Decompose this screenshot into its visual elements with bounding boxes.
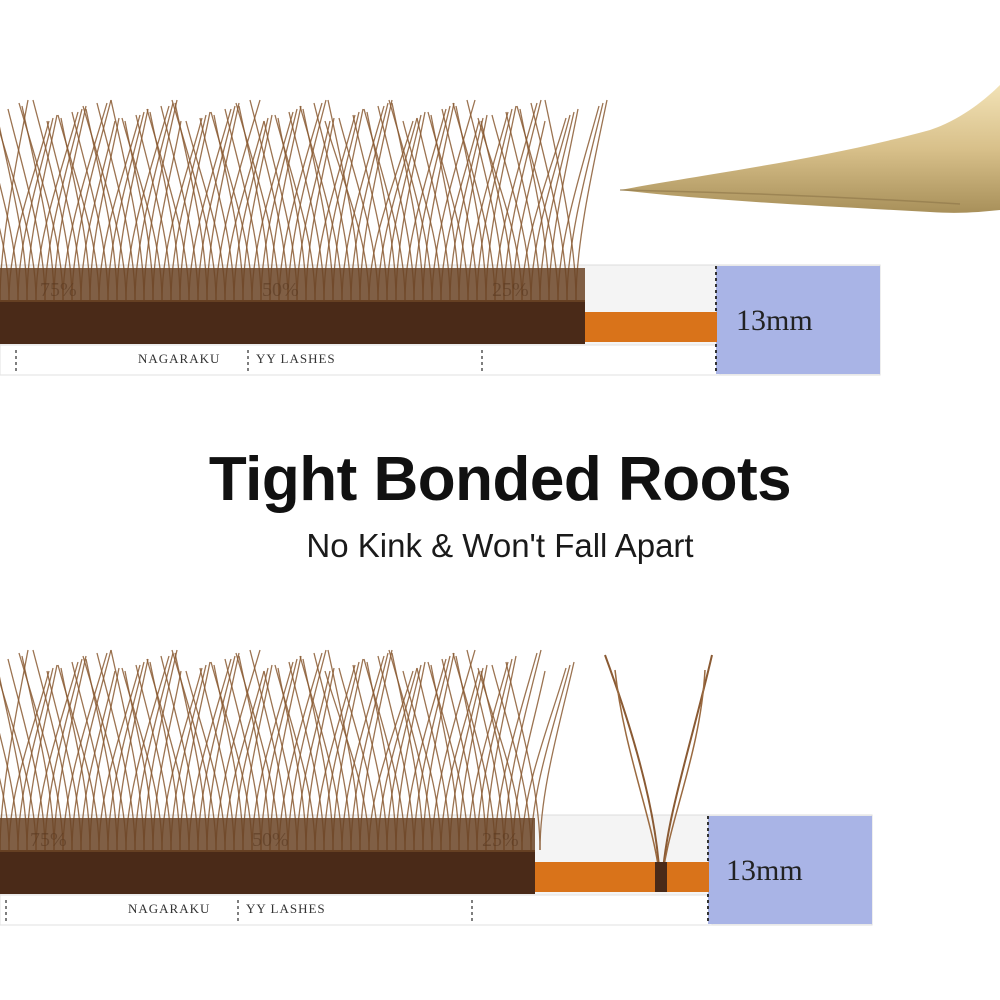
bottom-length-label: 13mm	[726, 854, 803, 887]
top-length-label: 13mm	[736, 304, 813, 337]
single-y-lash-fan	[604, 654, 713, 893]
bottom-glue-band	[535, 862, 709, 892]
bottom-percent-label-25: 25%	[482, 829, 519, 851]
tweezer-icon	[619, 85, 1000, 213]
bottom-lash-scene: 75% 50% 25% NAGARAKU YY LASHES 13mm	[0, 600, 1000, 1000]
bottom-root-band	[0, 850, 535, 894]
top-percent-label-50: 50%	[262, 279, 299, 301]
bottom-lash-strip-graphic: 75% 50% 25% NAGARAKU YY LASHES 13mm	[0, 649, 873, 926]
top-root-upper-band	[0, 268, 585, 302]
headline-title: Tight Bonded Roots	[208, 445, 792, 514]
top-percent-label-75: 75%	[40, 279, 77, 301]
bottom-percent-label-75: 75%	[30, 829, 67, 851]
top-root-band	[0, 300, 585, 344]
top-lash-strip-graphic: 75% 50% 25% NAGARAKU YY LASHES 13mm	[0, 85, 1000, 376]
bottom-percent-label-50: 50%	[252, 829, 289, 851]
bottom-length-label-box	[708, 816, 872, 924]
top-glue-band	[585, 312, 717, 342]
bottom-brand-label: NAGARAKU	[128, 901, 210, 916]
top-length-label-box	[716, 266, 880, 374]
top-percent-label-25: 25%	[492, 279, 529, 301]
bottom-product-label: YY LASHES	[246, 901, 326, 916]
top-tape-lower-band	[0, 344, 721, 376]
bottom-tape-lower-band	[0, 894, 713, 926]
bottom-root-upper-band	[0, 818, 535, 852]
top-brand-label: NAGARAKU	[138, 351, 220, 366]
top-lash-scene: 75% 50% 25% NAGARAKU YY LASHES 13mm	[0, 0, 1000, 400]
headline-subtitle: No Kink & Won't Fall Apart	[306, 527, 694, 564]
top-product-label: YY LASHES	[256, 351, 336, 366]
headline-block: Tight Bonded Roots No Kink & Won't Fall …	[0, 440, 1000, 566]
